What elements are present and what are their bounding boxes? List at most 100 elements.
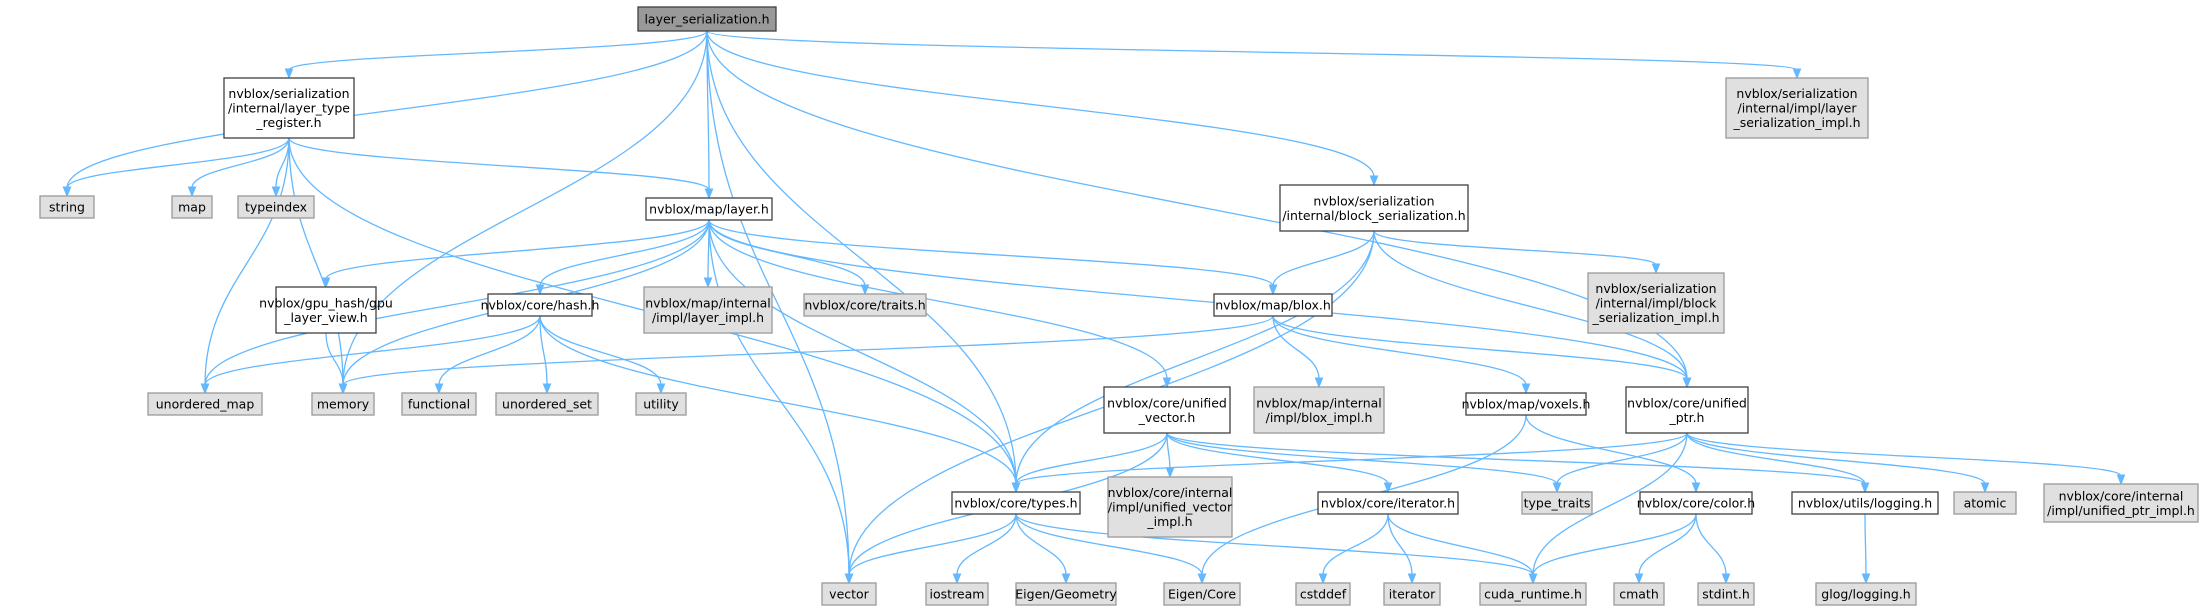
- edge-line: [1387, 513, 1534, 576]
- node-cmath: cmath: [1613, 582, 1665, 606]
- node-box: [1107, 476, 1233, 538]
- edge-arrowhead: [1197, 573, 1207, 585]
- node-label-line: stdint.h: [1702, 587, 1750, 602]
- node-box: [2043, 483, 2199, 523]
- edge-line: [342, 315, 1274, 386]
- edge-arrowhead: [187, 186, 197, 198]
- node-uvec[interactable]: nvblox/core/unified_vector.h: [1103, 386, 1231, 434]
- node-label-line: nvblox/map/blox.h: [1215, 298, 1331, 313]
- node-box: [1479, 582, 1587, 606]
- node-box: [311, 392, 375, 416]
- edge-line: [1015, 513, 1203, 576]
- edge-line: [1373, 230, 1657, 266]
- edge-voxels-color: [1525, 414, 1701, 494]
- node-hash[interactable]: nvblox/core/hash.h: [481, 293, 600, 317]
- node-box: [1279, 184, 1469, 232]
- node-box: [1295, 582, 1351, 606]
- edge-arrowhead: [1383, 482, 1393, 494]
- node-label-line: iterator: [1389, 587, 1436, 602]
- edge-line: [1166, 432, 1389, 485]
- edge-color-cmath: [1634, 513, 1697, 585]
- node-box: [925, 582, 989, 606]
- edge-ltr-layer: [288, 137, 714, 200]
- edge-hash-functional: [434, 315, 541, 395]
- node-label-line: /internal/layer_type: [228, 101, 350, 116]
- node-types[interactable]: nvblox/core/types.h: [951, 491, 1081, 515]
- node-label-line: cmath: [1619, 587, 1659, 602]
- edge-arrowhead: [1721, 573, 1731, 585]
- edge-blox-voxels: [1272, 315, 1531, 395]
- edge-layer-blox: [708, 219, 1278, 296]
- node-label-line: nvblox/serialization: [1736, 86, 1857, 101]
- node-box: [1953, 491, 2017, 515]
- edge-types-eigencore: [1015, 513, 1207, 585]
- edge-line: [539, 315, 662, 386]
- node-label-line: /internal/impl/block: [1596, 296, 1718, 311]
- edge-arrowhead: [542, 383, 552, 395]
- edge-line: [1272, 230, 1375, 287]
- node-atomic: atomic: [1953, 491, 2017, 515]
- node-box: [487, 293, 593, 317]
- edge-arrowhead: [284, 68, 294, 80]
- edge-arrowhead: [1162, 377, 1172, 389]
- node-box: [1791, 491, 1939, 515]
- edge-blox-bloximpl: [1272, 315, 1324, 389]
- edge-arrowhead: [200, 383, 210, 395]
- edge-line: [706, 30, 850, 576]
- node-box: [147, 392, 263, 416]
- edge-line: [288, 137, 710, 191]
- node-blox[interactable]: nvblox/map/blox.h: [1213, 293, 1333, 317]
- node-typeindex: typeindex: [237, 195, 315, 219]
- node-memory: memory: [311, 392, 375, 416]
- node-root[interactable]: layer_serialization.h: [637, 6, 777, 32]
- node-color[interactable]: nvblox/core/color.h: [1637, 491, 1755, 515]
- edge-line: [191, 137, 290, 189]
- edge-ltr-map: [187, 137, 290, 198]
- edge-uptr-ttraits: [1552, 432, 1688, 494]
- node-label-line: layer_serialization.h: [644, 12, 769, 27]
- edge-arrowhead: [1552, 482, 1562, 494]
- edge-line: [1695, 513, 1727, 576]
- node-iterh[interactable]: nvblox/core/iterator.h: [1317, 491, 1459, 515]
- node-uset: unordered_set: [495, 392, 599, 416]
- node-label-line: /impl/blox_impl.h: [1266, 410, 1373, 425]
- edge-root-blockser: [706, 30, 1379, 187]
- edge-root-ltr: [284, 30, 708, 80]
- node-uvecimpl: nvblox/core/internal/impl/unified_vector…: [1107, 476, 1233, 538]
- node-box: [637, 6, 777, 32]
- node-layer[interactable]: nvblox/map/layer.h: [645, 197, 773, 221]
- edge-arrowhead: [1407, 573, 1417, 585]
- edge-line: [1686, 432, 1866, 485]
- node-label-line: nvblox/map/internal: [645, 295, 771, 310]
- edge-arrowhead: [1061, 573, 1071, 585]
- edge-line: [708, 219, 866, 287]
- node-label-line: iostream: [930, 587, 985, 602]
- node-label-line: utility: [643, 397, 679, 412]
- node-box: [237, 195, 315, 219]
- node-blockser[interactable]: nvblox/serialization/internal/block_seri…: [1279, 184, 1469, 232]
- edge-line: [1556, 432, 1688, 485]
- edge-line: [1322, 513, 1389, 576]
- node-label-line: nvblox/serialization: [1595, 281, 1716, 296]
- edge-line: [1532, 513, 1697, 576]
- node-label-line: nvblox/serialization: [228, 86, 349, 101]
- edge-arrowhead: [704, 188, 714, 200]
- node-box: [1383, 582, 1441, 606]
- node-box: [1103, 386, 1231, 434]
- edge-arrowhead: [1861, 573, 1871, 585]
- node-logging[interactable]: nvblox/utils/logging.h: [1791, 491, 1939, 515]
- node-gpuhash[interactable]: nvblox/gpu_hash/gpu_layer_view.h: [259, 286, 393, 334]
- node-uptr[interactable]: nvblox/core/unified_ptr.h: [1625, 386, 1749, 434]
- node-label-line: string: [49, 200, 85, 215]
- node-label-line: typeindex: [245, 200, 307, 215]
- node-label-line: nvblox/gpu_hash/gpu: [259, 295, 393, 310]
- edge-uptr-logging: [1686, 432, 1870, 494]
- edge-arrowhead: [1521, 383, 1531, 395]
- edge-arrowhead: [656, 383, 666, 395]
- node-voxels[interactable]: nvblox/map/voxels.h: [1462, 392, 1591, 416]
- node-map: map: [171, 195, 213, 219]
- edge-color-stdint: [1695, 513, 1731, 585]
- node-ltr[interactable]: nvblox/serialization/internal/layer_type…: [223, 77, 355, 139]
- node-label-line: map: [178, 200, 206, 215]
- node-box: [1613, 582, 1665, 606]
